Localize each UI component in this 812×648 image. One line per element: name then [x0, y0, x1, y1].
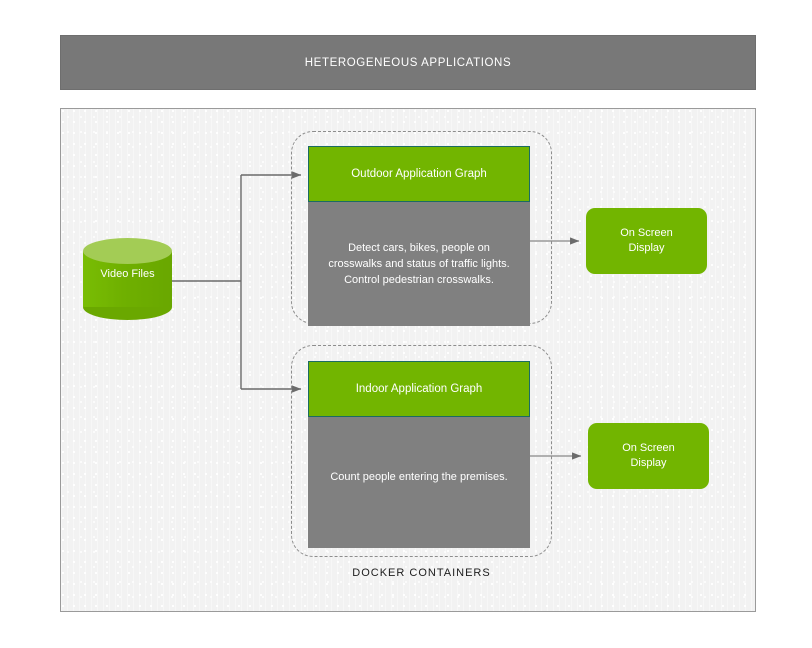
- video-files-label: Video Files: [100, 268, 155, 280]
- indoor-app-header-label: Indoor Application Graph: [355, 383, 483, 395]
- indoor-app-header[interactable]: Indoor Application Graph: [308, 361, 530, 417]
- outdoor-app-header-label: Outdoor Application Graph: [351, 168, 487, 180]
- on-screen-display-indoor[interactable]: On Screen Display: [588, 423, 709, 489]
- indoor-app-body: Count people entering the premises.: [308, 417, 530, 548]
- indoor-app-description: Count people entering the premises.: [330, 471, 508, 483]
- banner-title: HETEROGENEOUS APPLICATIONS: [304, 56, 512, 69]
- docker-container-indoor: [291, 345, 552, 557]
- on-screen-display-indoor-label: On Screen Display: [622, 442, 675, 469]
- outdoor-app-description: Detect cars, bikes, people on crosswalks…: [328, 242, 510, 286]
- docker-containers-label: DOCKER CONTAINERS: [352, 567, 491, 579]
- video-files-cylinder[interactable]: Video Files: [83, 238, 172, 320]
- outdoor-app-body: Detect cars, bikes, people on crosswalks…: [308, 202, 530, 326]
- outdoor-app-header[interactable]: Outdoor Application Graph: [308, 146, 530, 202]
- cylinder-top-ellipse: [83, 238, 172, 264]
- on-screen-display-outdoor-label: On Screen Display: [620, 227, 673, 254]
- on-screen-display-outdoor[interactable]: On Screen Display: [586, 208, 707, 274]
- header-banner: HETEROGENEOUS APPLICATIONS: [60, 35, 756, 90]
